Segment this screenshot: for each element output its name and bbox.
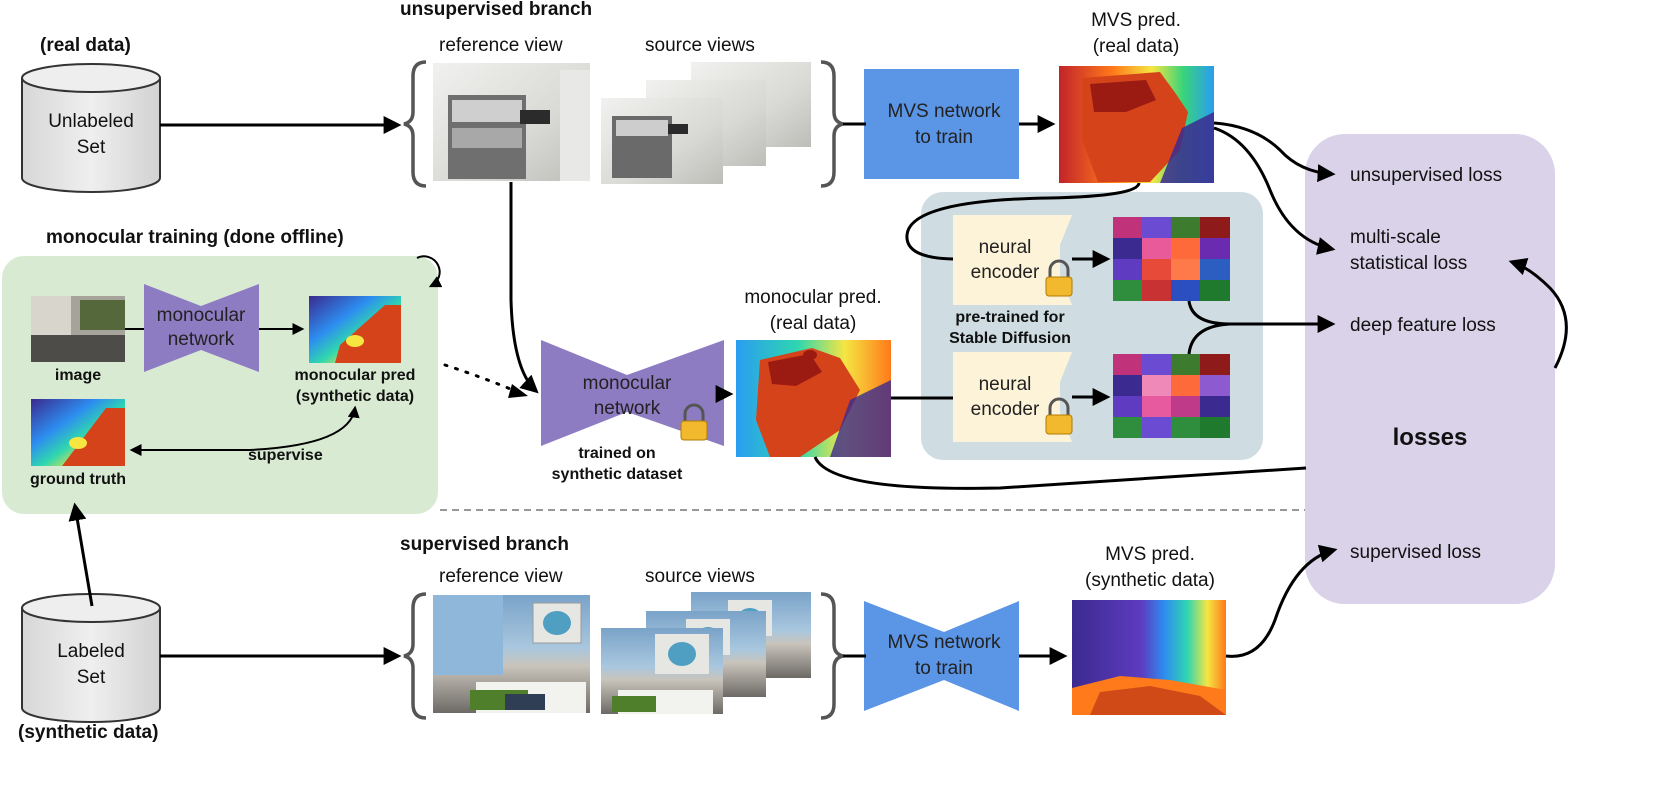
unsupervised-loss-label: unsupervised loss bbox=[1350, 165, 1502, 186]
mono-training-image-label: image bbox=[55, 367, 101, 384]
top-reference-view-label: reference view bbox=[439, 35, 563, 56]
top-reference-image bbox=[433, 63, 590, 181]
multiscale-loss-label-2: statistical loss bbox=[1350, 253, 1467, 274]
synthetic-data-label: (synthetic data) bbox=[18, 722, 158, 743]
lock-icon bbox=[680, 403, 708, 441]
top-mvs-network-label-2: to train bbox=[915, 127, 973, 148]
ground-truth-label: ground truth bbox=[30, 471, 126, 488]
top-feature-map bbox=[1113, 217, 1230, 301]
top-source-views-label: source views bbox=[645, 35, 755, 56]
labeled-set-label: Labeled bbox=[57, 641, 125, 662]
ground-truth-image bbox=[31, 399, 125, 466]
mono-training-pred-label: monocular pred bbox=[295, 367, 416, 384]
bottom-mvs-network-label: MVS network bbox=[888, 632, 1001, 653]
bottom-neural-encoder-label: neural bbox=[979, 374, 1032, 395]
pretrained-label: pre-trained for bbox=[955, 309, 1064, 326]
bottom-source-image-1 bbox=[601, 628, 723, 714]
mono-pred-real-label-2: (real data) bbox=[770, 313, 857, 334]
top-right-brace bbox=[820, 60, 844, 188]
mono-training-network bbox=[144, 284, 259, 372]
lock-icon bbox=[1045, 397, 1073, 435]
mvs-pred-real-label: MVS pred. bbox=[1091, 10, 1181, 31]
bottom-neural-encoder bbox=[953, 352, 1072, 442]
bottom-reference-view-label: reference view bbox=[439, 566, 563, 587]
mono-pred-real-image bbox=[736, 340, 891, 457]
bottom-feature-map bbox=[1113, 354, 1230, 438]
trained-on-label: trained on bbox=[578, 445, 655, 462]
bottom-left-brace bbox=[403, 592, 427, 720]
supervised-loss-label: supervised loss bbox=[1350, 542, 1481, 563]
unlabeled-set-label-2: Set bbox=[77, 137, 106, 158]
trained-on-label-2: synthetic dataset bbox=[552, 466, 683, 483]
frozen-mono-network-label: monocular bbox=[583, 373, 672, 394]
deep-feature-loss-label: deep feature loss bbox=[1350, 315, 1496, 336]
top-neural-encoder bbox=[953, 215, 1072, 305]
top-neural-encoder-label: neural bbox=[979, 237, 1032, 258]
mono-pred-real-label: monocular pred. bbox=[744, 287, 881, 308]
frozen-mono-network bbox=[541, 340, 724, 446]
pretrained-label-2: Stable Diffusion bbox=[949, 330, 1071, 347]
top-mvs-network-label: MVS network bbox=[888, 101, 1001, 122]
mvs-pred-synthetic-label-2: (synthetic data) bbox=[1085, 570, 1215, 591]
losses-panel bbox=[1305, 134, 1555, 604]
mvs-pred-synthetic-image bbox=[1072, 600, 1226, 715]
real-data-label: (real data) bbox=[40, 35, 131, 56]
connection-arrows bbox=[68, 115, 1568, 665]
frozen-mono-network-label-2: network bbox=[594, 398, 661, 419]
losses-title: losses bbox=[1393, 424, 1468, 451]
mono-training-network-label: monocular bbox=[157, 305, 246, 326]
bottom-right-brace bbox=[820, 592, 844, 720]
bottom-neural-encoder-label-2: encoder bbox=[971, 399, 1040, 420]
mvs-pred-synthetic-label: MVS pred. bbox=[1105, 544, 1195, 565]
mono-training-pred-label-2: (synthetic data) bbox=[296, 388, 414, 405]
top-left-brace bbox=[403, 60, 427, 188]
bottom-mvs-network bbox=[864, 601, 1019, 711]
mono-training-pred-image bbox=[309, 296, 401, 363]
top-mvs-network-waist bbox=[864, 69, 1019, 179]
mvs-pred-real-image bbox=[1059, 66, 1214, 183]
refresh-icon bbox=[416, 255, 443, 288]
unlabeled-set-cylinder bbox=[21, 63, 161, 193]
multiscale-loss-label: multi-scale bbox=[1350, 227, 1441, 248]
labeled-set-cylinder bbox=[21, 593, 161, 723]
unlabeled-set-label: Unlabeled bbox=[48, 111, 134, 132]
top-source-image-1 bbox=[601, 98, 723, 184]
lock-icon bbox=[1045, 259, 1073, 297]
bottom-reference-image bbox=[433, 595, 590, 713]
supervised-branch-title: supervised branch bbox=[400, 534, 569, 555]
top-neural-encoder-label-2: encoder bbox=[971, 262, 1040, 283]
unsupervised-branch-title: unsupervised branch bbox=[400, 0, 592, 20]
mono-training-network-label-2: network bbox=[168, 329, 235, 350]
bottom-source-views-label: source views bbox=[645, 566, 755, 587]
mono-training-title: monocular training (done offline) bbox=[46, 227, 344, 248]
labeled-set-label-2: Set bbox=[77, 667, 106, 688]
mvs-pred-real-label-2: (real data) bbox=[1093, 36, 1180, 57]
bottom-mvs-network-label-2: to train bbox=[915, 658, 973, 679]
mono-training-image bbox=[31, 296, 125, 362]
